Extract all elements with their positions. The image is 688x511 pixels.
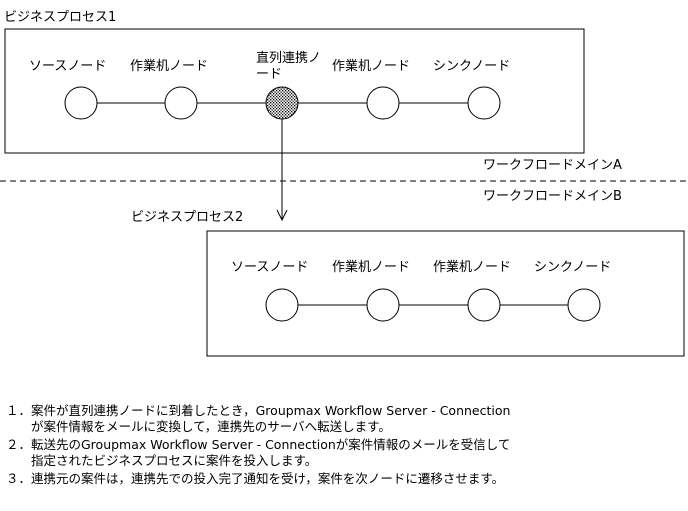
note-3-line1: ３．連携元の案件は，連携先での投入完了通知を受け，案件を次ノードに遷移させます。 bbox=[6, 471, 505, 486]
note-1-line2: が案件情報をメールに変換して，連携先のサーバへ転送します。 bbox=[6, 419, 391, 434]
process2-node-sink bbox=[567, 288, 601, 322]
transfer-arrow-head bbox=[276, 209, 288, 222]
process1-label-source: ソースノード bbox=[29, 59, 107, 74]
process1-label-work2: 作業机ノード bbox=[332, 59, 411, 74]
process1-label-sink: シンクノード bbox=[433, 59, 511, 74]
note-2-line1: ２．転送先のGroupmax Workflow Server - Connect… bbox=[6, 437, 511, 452]
process2-node-work1 bbox=[366, 288, 400, 322]
note-2-line2: 指定されたビジネスプロセスに案件を投入します。 bbox=[6, 453, 318, 468]
process1-title: ビジネスプロセス1 bbox=[4, 10, 117, 25]
process1-node-work1 bbox=[164, 86, 198, 120]
process2-box bbox=[206, 230, 685, 357]
note-1-line1: １．案件が直列連携ノードに到着したとき，Groupmax Workflow Se… bbox=[6, 403, 511, 418]
process1-label-serial-line2: ード bbox=[256, 67, 283, 82]
process1-node-work2 bbox=[366, 86, 400, 120]
process1-node-serial-link bbox=[265, 86, 299, 120]
process2-label-source: ソースノード bbox=[231, 260, 309, 275]
process2-label-sink: シンクノード bbox=[534, 260, 612, 275]
process2-node-work2 bbox=[467, 288, 501, 322]
process2-label-work2: 作業机ノード bbox=[433, 260, 512, 275]
domain-b-label: ワークフロードメインB bbox=[483, 189, 622, 204]
process1-label-work1: 作業机ノード bbox=[130, 59, 209, 74]
process2-title: ビジネスプロセス2 bbox=[131, 210, 244, 225]
process1-node-source bbox=[64, 86, 98, 120]
process2-node-source bbox=[265, 288, 299, 322]
process1-label-serial-line1: 直列連携ノ bbox=[256, 51, 322, 66]
process1-node-sink bbox=[467, 86, 501, 120]
domain-a-label: ワークフロードメインA bbox=[483, 158, 622, 173]
process1-box bbox=[4, 28, 585, 154]
process2-label-work1: 作業机ノード bbox=[332, 260, 411, 275]
